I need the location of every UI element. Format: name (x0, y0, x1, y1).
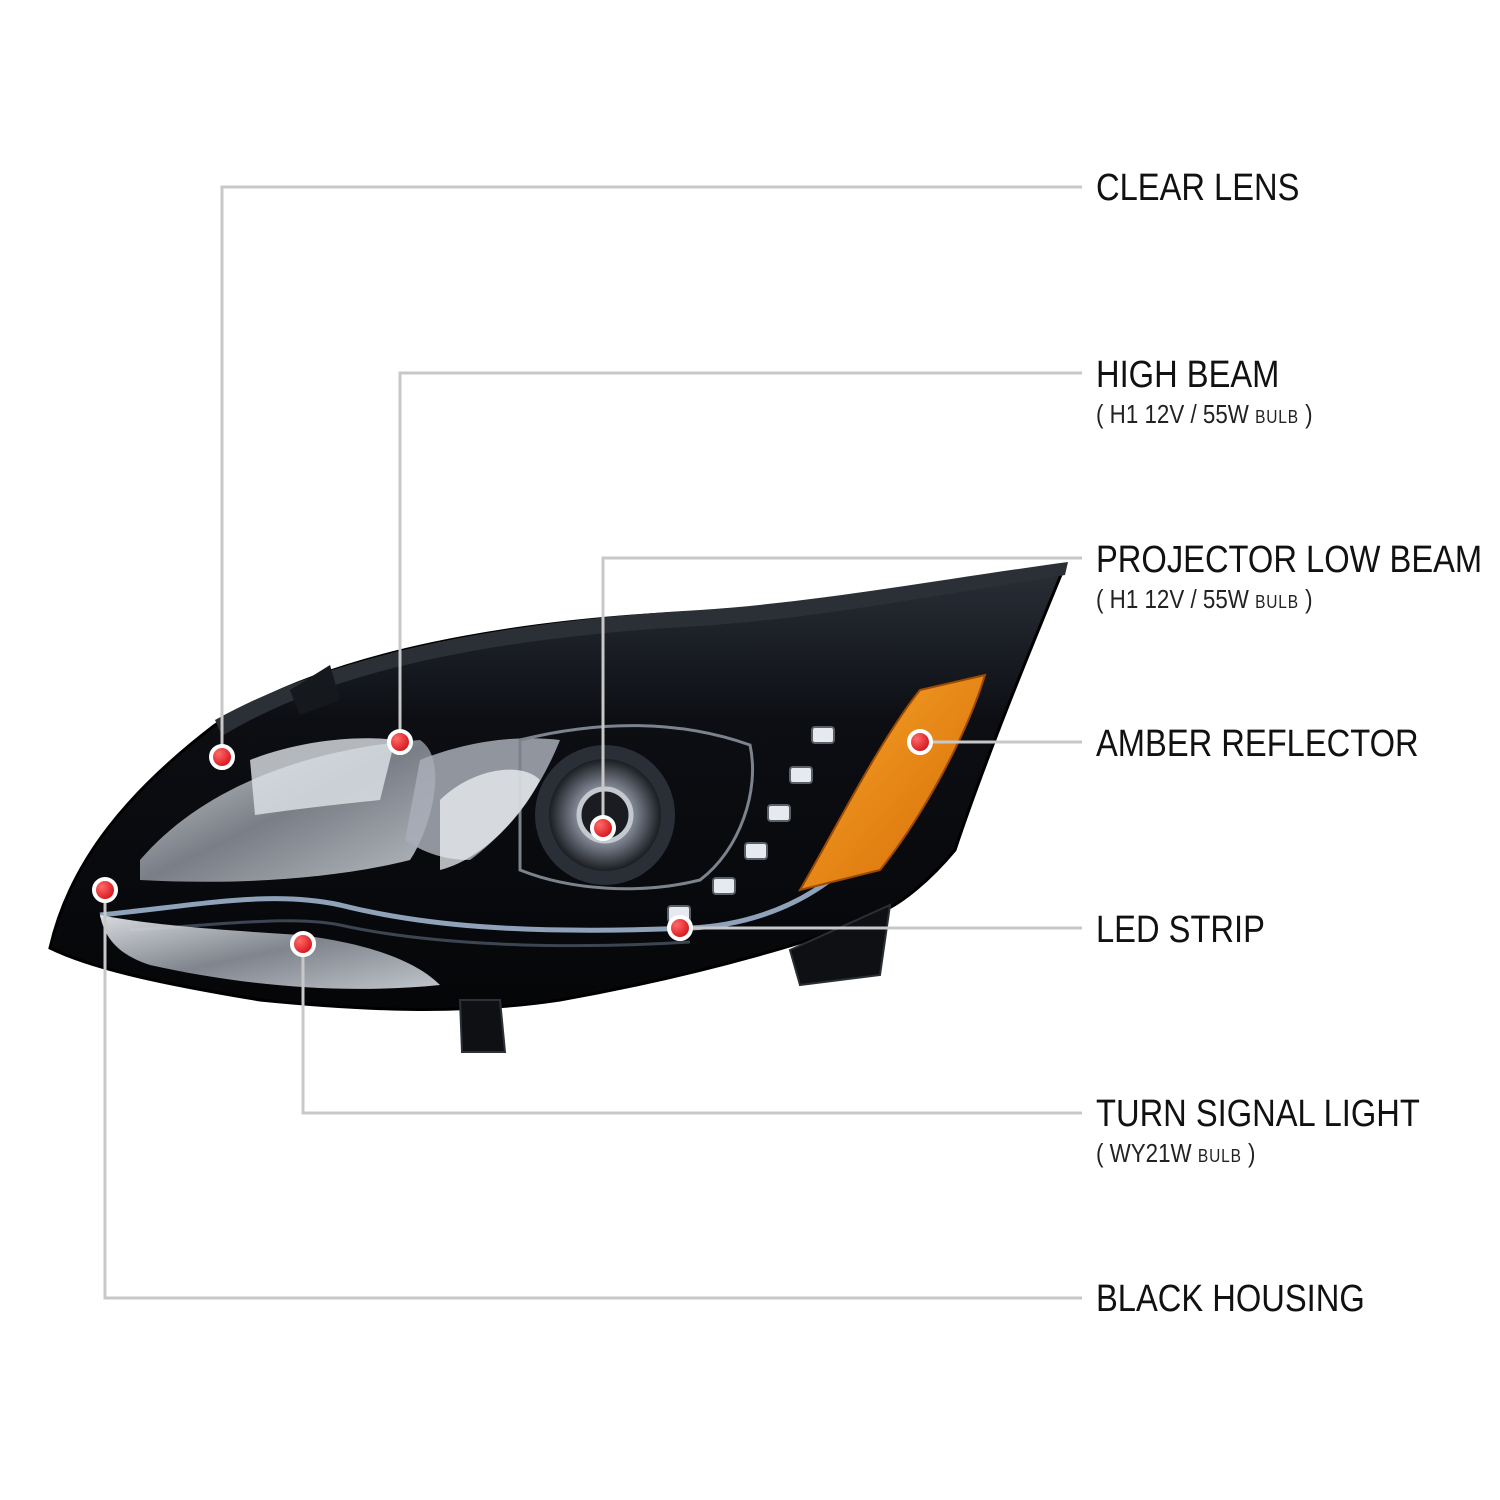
callout-detail: ( WY21W BULB ) (1096, 1138, 1256, 1168)
callout-title: BLACK HOUSING (1096, 1278, 1365, 1320)
callout-title: TURN SIGNAL LIGHT (1096, 1093, 1420, 1135)
leader-line-black-housing (103, 890, 1082, 1300)
callout-led-strip: LED STRIP (1096, 910, 1292, 950)
callout-title: LED STRIP (1096, 909, 1265, 951)
callout-amber-reflector: AMBER REFLECTOR (1096, 724, 1471, 764)
marker-dot-turn-signal (290, 931, 316, 957)
marker-dot-projector-low-beam (590, 815, 616, 841)
callout-turn-signal-light: TURN SIGNAL LIGHT ( WY21W BULB ) (1096, 1094, 1473, 1171)
marker-dot-black-housing (92, 877, 118, 903)
marker-dots (92, 729, 933, 957)
marker-dot-high-beam (387, 729, 413, 755)
marker-dot-clear-lens (209, 744, 235, 770)
amber-reflector-shape (797, 673, 987, 892)
callout-title: AMBER REFLECTOR (1096, 723, 1419, 765)
marker-dot-led-strip (667, 915, 693, 941)
marker-dot-amber-reflector (907, 729, 933, 755)
led-cubes (667, 726, 835, 923)
callout-projector-low-beam: PROJECTOR LOW BEAM ( H1 12V / 55W BULB ) (1096, 540, 1500, 617)
leader-line-turn-signal (301, 944, 1082, 1115)
callout-detail: ( H1 12V / 55W BULB ) (1096, 399, 1313, 429)
leader-line-high-beam (398, 371, 1082, 742)
callout-black-housing: BLACK HOUSING (1096, 1279, 1409, 1319)
callout-title: CLEAR LENS (1096, 167, 1300, 209)
leader-line-projector-low-beam (601, 556, 1082, 828)
leader-line-clear-lens (220, 185, 1082, 757)
callout-title: HIGH BEAM (1096, 354, 1280, 396)
callout-title: PROJECTOR LOW BEAM (1096, 539, 1483, 581)
callout-high-beam: HIGH BEAM ( H1 12V / 55W BULB ) (1096, 355, 1348, 432)
leader-lines (103, 185, 1082, 1300)
headlight-illustration (48, 562, 1068, 1053)
callout-clear-lens: CLEAR LENS (1096, 168, 1333, 208)
callout-detail: ( H1 12V / 55W BULB ) (1096, 584, 1313, 614)
